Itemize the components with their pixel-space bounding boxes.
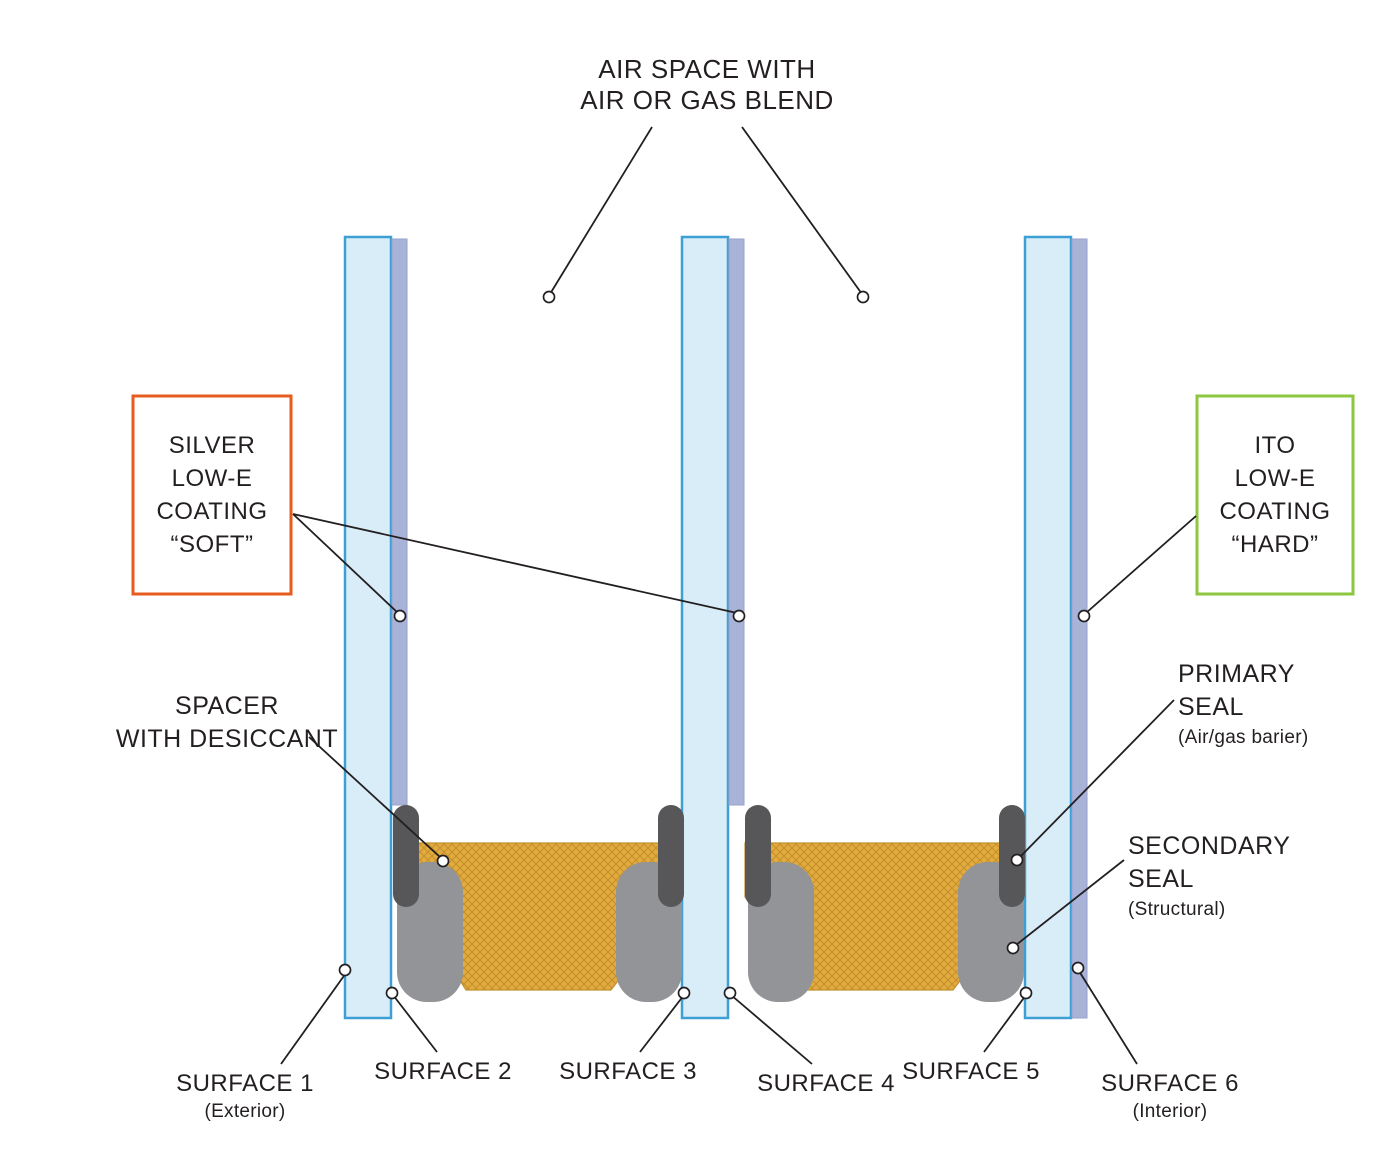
surface-1-label: SURFACE 1 (Exterior) <box>145 1070 345 1125</box>
endpoint-surface-5 <box>1019 986 1033 1000</box>
endpoint-primary-seal <box>1010 853 1024 867</box>
hard-coating-pane-3 <box>1071 238 1088 1019</box>
silver-line-3: COATING <box>156 498 268 525</box>
endpoint-air-space-left <box>542 290 556 304</box>
surface-6-title: SURFACE 6 <box>1101 1070 1239 1097</box>
spacer-line-2: WITH DESICCANT <box>115 725 339 753</box>
low-e-coatings <box>391 238 1088 1019</box>
air-space-line-2: AIR OR GAS BLEND <box>580 85 834 115</box>
secondary-seals <box>397 862 1024 1002</box>
surface-5-title: SURFACE 5 <box>902 1058 1040 1085</box>
surface-2-label: SURFACE 2 <box>343 1058 543 1086</box>
silver-line-1: SILVER <box>168 432 256 459</box>
secondary-seal-line-1: SECONDARY <box>1128 832 1291 860</box>
endpoint-surface-3 <box>677 986 691 1000</box>
ito-line-2: LOW-E <box>1234 465 1316 492</box>
endpoint-silver-coating-1 <box>393 609 407 623</box>
leader-surface-5 <box>983 994 1027 1053</box>
endpoint-surface-1 <box>338 963 352 977</box>
glass-pane-3 <box>1023 235 1073 1020</box>
secondary-seal-line-2: SEAL <box>1128 865 1194 893</box>
primary-seal-1-left <box>393 805 419 907</box>
endpoint-secondary-seal <box>1006 941 1020 955</box>
primary-seal-sub: (Air/gas barier) <box>1178 727 1309 748</box>
leader-surface-4 <box>730 994 813 1065</box>
secondary-seal-sub: (Structural) <box>1128 899 1226 920</box>
primary-seal-2-right <box>999 805 1025 907</box>
endpoint-surface-4 <box>723 986 737 1000</box>
air-space-line-1: AIR SPACE WITH <box>598 54 816 84</box>
leader-surface-6 <box>1078 970 1138 1065</box>
leader-lines <box>280 126 1197 1065</box>
leader-silver-coating-1 <box>292 513 399 614</box>
surface-5-label: SURFACE 5 <box>871 1058 1071 1086</box>
secondary-seal-label: SECONDARY SEAL (Structural) <box>1128 830 1368 923</box>
soft-coating-pane-2 <box>728 238 745 806</box>
ito-coating-label: ITO LOW-E COATING “HARD” <box>1200 399 1350 591</box>
leader-surface-2 <box>392 994 438 1053</box>
spacer-line-1: SPACER <box>175 692 279 720</box>
ito-line-4: “HARD” <box>1231 531 1319 558</box>
ito-coating-callout-box <box>1195 394 1355 596</box>
primary-seal-label: PRIMARY SEAL (Air/gas barier) <box>1178 658 1398 751</box>
surface-3-title: SURFACE 3 <box>559 1058 697 1085</box>
endpoint-ito-coating <box>1077 609 1091 623</box>
surface-3-label: SURFACE 3 <box>528 1058 728 1086</box>
ito-line-1: ITO <box>1254 432 1296 459</box>
leader-silver-coating-2 <box>292 513 738 614</box>
leader-secondary-seal <box>1015 859 1125 946</box>
primary-seal-line-2: SEAL <box>1178 693 1244 721</box>
surface-1-title: SURFACE 1 <box>176 1070 314 1097</box>
surface-2-title: SURFACE 2 <box>374 1058 512 1085</box>
glass-pane-1 <box>343 235 393 1020</box>
leader-endpoints <box>338 290 1091 1000</box>
air-space-label: AIR SPACE WITH AIR OR GAS BLEND <box>500 54 914 116</box>
leader-primary-seal <box>1018 699 1175 859</box>
surface-4-title: SURFACE 4 <box>757 1070 895 1097</box>
ito-line-3: COATING <box>1219 498 1331 525</box>
silver-line-2: LOW-E <box>171 465 253 492</box>
leader-ito-coating <box>1085 515 1197 614</box>
primary-seal-1-right <box>658 805 684 907</box>
silver-coating-label: SILVER LOW-E COATING “SOFT” <box>136 399 288 591</box>
endpoint-silver-coating-2 <box>732 609 746 623</box>
primary-seal-line-1: PRIMARY <box>1178 660 1295 688</box>
leader-air-space-left <box>549 126 653 295</box>
primary-seal-2-left <box>745 805 771 907</box>
silver-coating-callout-box <box>131 394 293 596</box>
surface-1-sub: (Exterior) <box>204 1101 286 1122</box>
leader-spacer <box>308 736 442 859</box>
surface-6-label: SURFACE 6 (Interior) <box>1070 1070 1270 1125</box>
leader-surface-3 <box>639 994 685 1053</box>
endpoint-surface-2 <box>385 986 399 1000</box>
endpoint-surface-6 <box>1071 961 1085 975</box>
leader-surface-1 <box>280 972 347 1065</box>
primary-seals <box>393 805 1025 907</box>
glass-panes <box>343 235 1073 1020</box>
spacer-label: SPACER WITH DESICCANT <box>77 690 377 756</box>
glass-pane-2 <box>680 235 730 1020</box>
leader-air-space-right <box>741 126 863 295</box>
soft-coating-pane-1 <box>391 238 408 806</box>
endpoint-air-space-right <box>856 290 870 304</box>
surface-4-label: SURFACE 4 <box>726 1070 926 1098</box>
endpoint-spacer <box>436 854 450 868</box>
surface-6-sub: (Interior) <box>1132 1101 1208 1122</box>
silver-line-4: “SOFT” <box>170 531 254 558</box>
